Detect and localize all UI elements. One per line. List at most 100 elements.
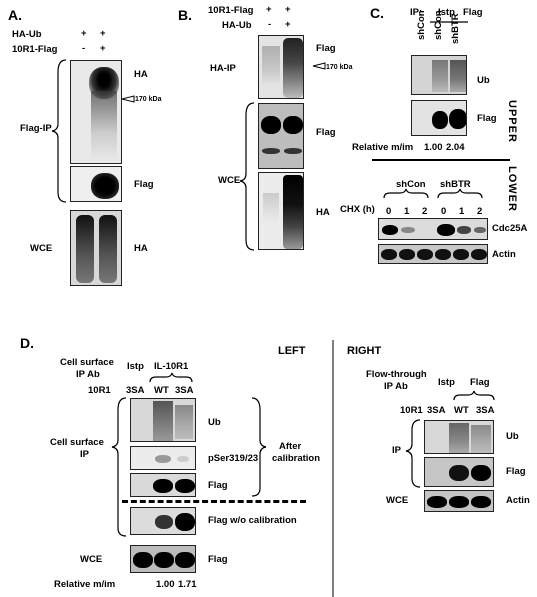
panel-d-left-wce-label: WCE — [80, 554, 103, 565]
panel-d-left-ip-ab-line2: IP Ab — [76, 369, 100, 380]
panel-c-chx-time: 0 — [386, 206, 392, 217]
panel-d-right-ab-brace — [453, 390, 495, 401]
panel-d-right-blot-flag-label: Flag — [506, 466, 526, 477]
panel-b-row-10r1-flag: 10R1-Flag — [208, 5, 254, 16]
panel-d-left-title: LEFT — [278, 345, 306, 357]
panel-b-sign: - — [268, 19, 272, 30]
panel-c-relative-value: 2.04 — [446, 142, 465, 153]
panel-c-relative-value: 1.00 — [424, 142, 443, 153]
panel-b-marker-170kda: 170 kDa — [326, 64, 353, 71]
panel-c-blot-flag-label: Flag — [477, 113, 497, 124]
panel-d-left-relative-value: 1.71 — [178, 579, 197, 590]
panel-d-left-blot-flag-label: Flag — [208, 480, 228, 491]
panel-b-blot-wce-ha — [258, 172, 304, 250]
panel-a-blot-wce-ha — [70, 210, 122, 286]
panel-d-left-blot-flag-wo-label: Flag w/o calibration — [208, 515, 297, 526]
panel-d-left-group-line1: Cell surface — [50, 437, 104, 448]
panel-c-blot-cdc25a — [378, 218, 488, 240]
panel-c-lower-group: shBTR — [440, 179, 471, 190]
panel-d-right-blot-wce-actin — [424, 490, 494, 512]
panel-c-blot-ub-label: Ub — [477, 75, 490, 86]
panel-b-blot-wce-flag — [258, 103, 304, 169]
panel-d-right-ab: Flag — [470, 377, 490, 388]
panel-d-left-ip-brace — [111, 397, 127, 537]
panel-d-right-blot-ub — [424, 420, 494, 454]
panel-a-sign: + — [81, 28, 87, 39]
panel-b-blot-flag-ip — [258, 35, 304, 99]
panel-d-left-blot-flag-wo — [130, 507, 196, 535]
panel-c-chx-time: 2 — [422, 206, 428, 217]
panel-d-left-ip-ab-line1: Cell surface — [60, 357, 114, 368]
panel-d-left-ab: IL-10R1 — [154, 361, 189, 372]
panel-c-ip-flag: Flag — [463, 7, 483, 18]
panel-b-blot-wce-flag-label: Flag — [316, 127, 336, 138]
panel-c-chx-time: 0 — [441, 206, 447, 217]
panel-c-ip-label: IP: — [410, 7, 423, 18]
panel-c-blot-actin — [378, 244, 488, 264]
panel-d-right-ip-ab-line2: IP Ab — [384, 381, 408, 392]
panel-d-left-after-line2: calibration — [272, 453, 321, 464]
panel-d-right-lane: WT — [454, 405, 469, 416]
panel-c-shbtr-brace — [437, 188, 483, 199]
panel-b-170kda-arrow — [312, 62, 326, 70]
panel-d-right-ip-ab-line1: Flow-through — [366, 369, 427, 380]
panel-d-left-istp: Istp — [127, 361, 144, 372]
panel-c-chx-time: 2 — [477, 206, 483, 217]
panel-c-blot-ub — [411, 55, 467, 95]
panel-b-blot-flag-ip-label: Flag — [316, 43, 336, 54]
panel-a-group-wce: WCE — [30, 243, 53, 254]
panel-a-row-10r1-flag: 10R1-Flag — [12, 44, 58, 55]
panel-d-dashed-divider — [122, 500, 306, 503]
panel-d-left-wce-blot-label: Flag — [208, 554, 228, 565]
panel-a-label: A. — [8, 7, 22, 23]
panel-b-sign: + — [285, 19, 291, 30]
panel-d-left-blot-ub — [130, 398, 196, 442]
panel-c-shcon-brace — [383, 188, 429, 199]
panel-a-sign: + — [100, 28, 106, 39]
panel-d-left-lane: 3SA — [126, 385, 145, 396]
panel-d-label: D. — [20, 335, 34, 351]
panel-d-left-ab-brace — [149, 372, 193, 383]
panel-a-blot-ha-label: HA — [134, 69, 148, 80]
panel-a-marker-170kda: 170 kDa — [135, 96, 162, 103]
panel-d-left-relative-value: 1.00 — [156, 579, 175, 590]
panel-d-left-group-line2: IP — [80, 449, 89, 460]
panel-d-left-row-label: 10R1 — [88, 385, 111, 396]
panel-d-left-lane: WT — [154, 385, 169, 396]
panel-d-left-blot-flag — [130, 473, 196, 497]
panel-b-group-wce: WCE — [218, 175, 241, 186]
panel-d-after-brace — [251, 397, 267, 497]
panel-d-right-title: RIGHT — [347, 345, 382, 357]
panel-d-right-lane: 3SA — [476, 405, 495, 416]
panel-c-chx-label: CHX (h) — [340, 204, 375, 215]
panel-c-chx-time: 1 — [404, 206, 410, 217]
panel-d-left-relative-label: Relative m/im — [54, 579, 116, 590]
panel-c-blot-flag — [411, 100, 467, 136]
panel-d-right-wce-label: WCE — [386, 495, 409, 506]
panel-c-relative-label: Relative m/im — [352, 142, 414, 153]
panel-b-group-ha-ip: HA-IP — [210, 63, 236, 74]
panel-b-blot-wce-ha-label: HA — [316, 207, 330, 218]
panel-a-blot-flag-label: Flag — [134, 179, 154, 190]
panel-d-right-blot-ub-label: Ub — [506, 431, 519, 442]
panel-c-lower-group: shCon — [396, 179, 426, 190]
panel-d-right-lane: 3SA — [427, 405, 446, 416]
panel-d-right-row-label: 10R1 — [400, 405, 423, 416]
panel-a-blot-ha — [70, 60, 122, 164]
panel-d-left-blot-pser-label: pSer319/23 — [208, 453, 259, 464]
panel-b-sign: + — [266, 4, 272, 15]
panel-c-blot-actin-label: Actin — [492, 249, 516, 260]
panel-d-right-group-ip: IP — [392, 445, 401, 456]
panel-d-left-after-line1: After — [279, 441, 302, 452]
panel-b-label: B. — [178, 7, 192, 23]
panel-a-170kda-arrow — [121, 95, 135, 103]
panel-d-left-lane: 3SA — [175, 385, 194, 396]
panel-a-group-flag-ip: Flag-IP — [20, 123, 52, 134]
panel-d-left-blot-ub-label: Ub — [208, 417, 221, 428]
panel-b-sign: + — [285, 4, 291, 15]
panel-a-row-ha-ub: HA-Ub — [12, 29, 42, 40]
panel-c-blot-cdc25a-label: Cdc25A — [492, 223, 528, 234]
panel-c-chx-time: 1 — [459, 206, 465, 217]
panel-a-sign: - — [82, 43, 86, 54]
